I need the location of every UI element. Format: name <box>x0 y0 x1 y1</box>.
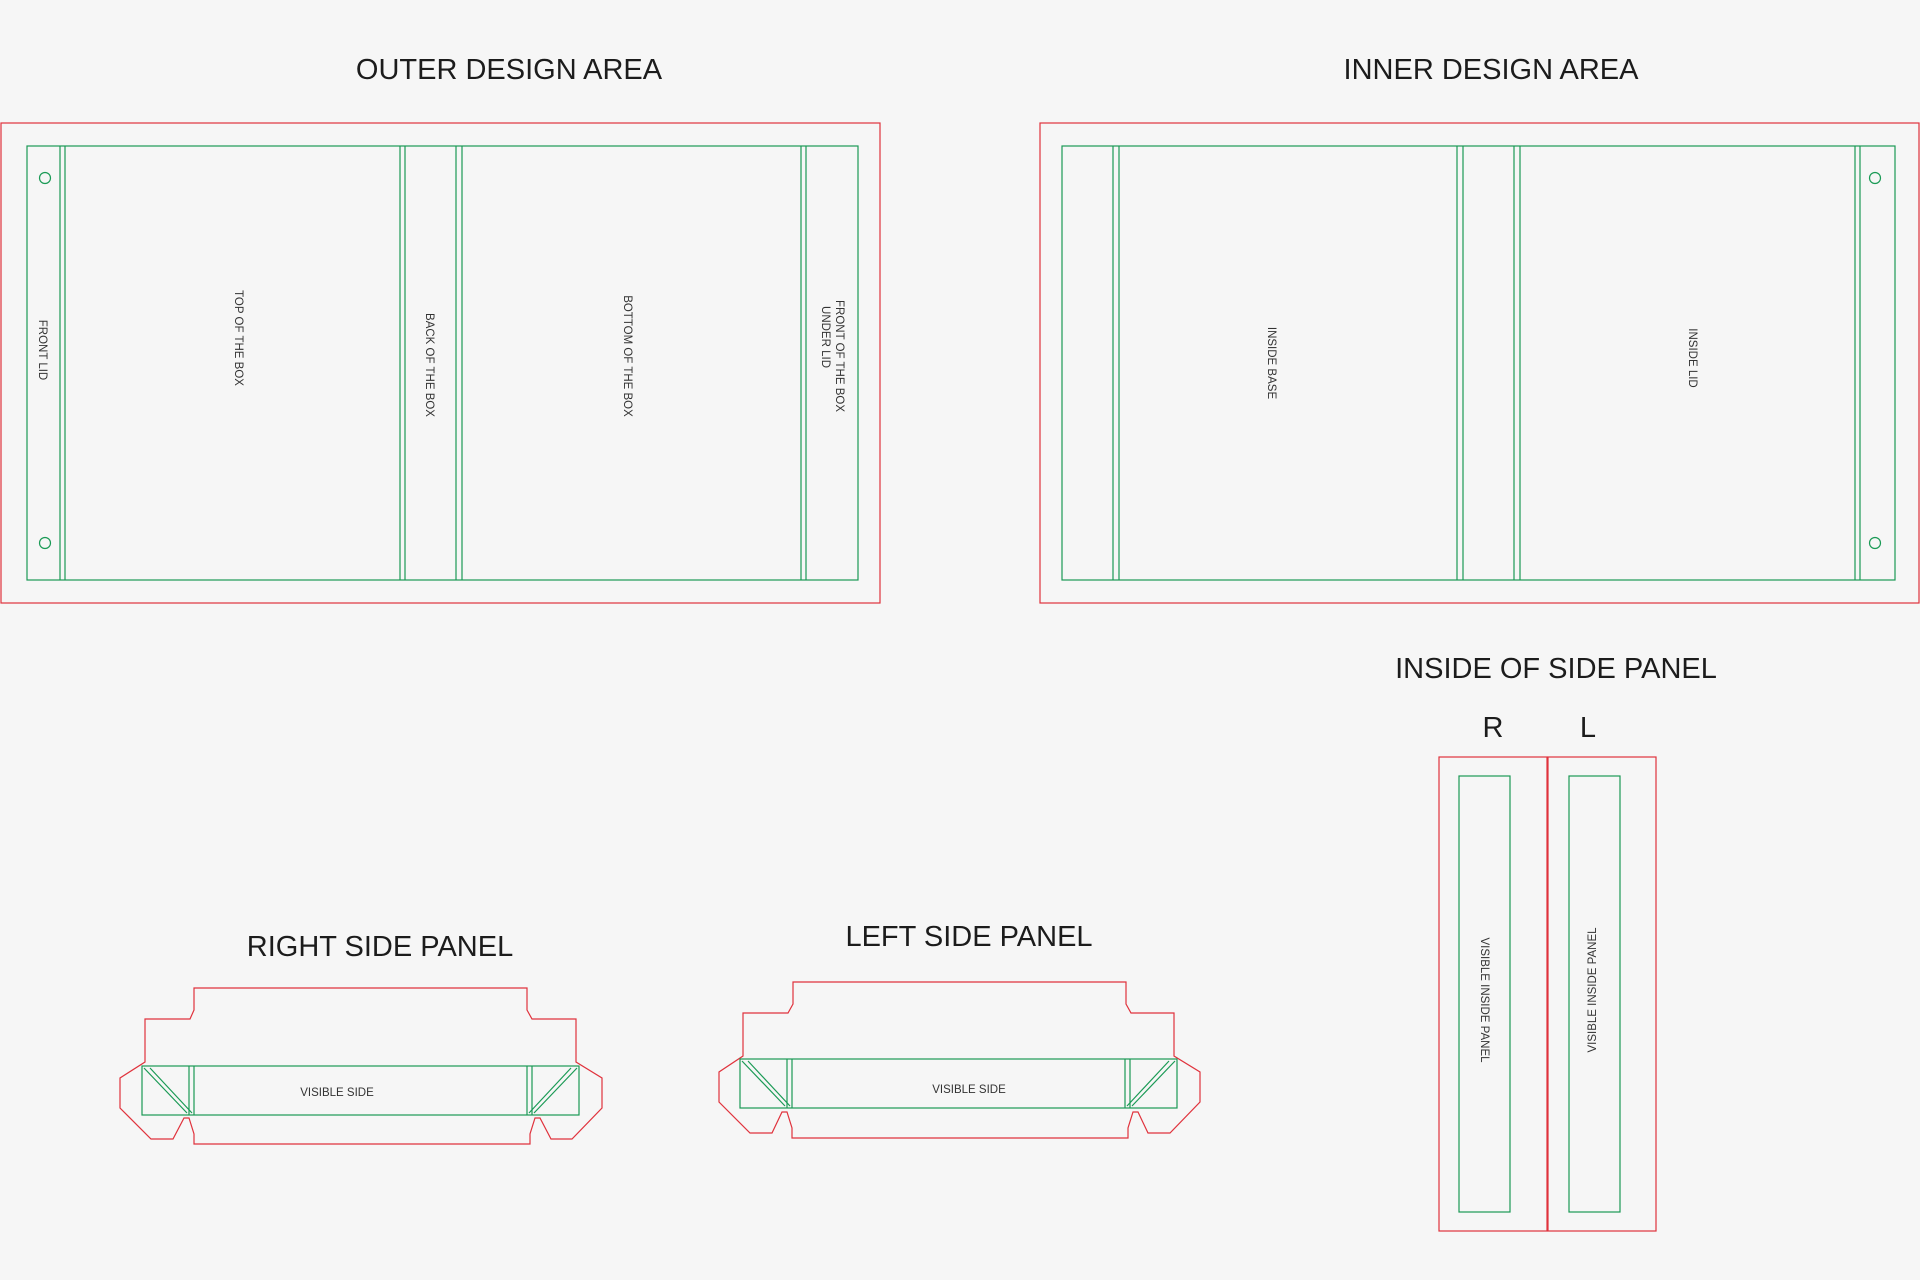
inner-design-area-title: INNER DESIGN AREA <box>1344 54 1640 86</box>
inside-base-label: INSIDE BASE <box>1265 327 1277 400</box>
diagonal-fold-line <box>143 1067 188 1114</box>
diagonal-fold-line <box>741 1060 786 1107</box>
inside-panel-r-cut-line <box>1438 756 1548 1232</box>
outer-cut-line <box>0 122 881 604</box>
diagonal-fold-line <box>149 1067 193 1114</box>
right-visible-side-label: VISIBLE SIDE <box>300 1087 374 1099</box>
magnet-marker <box>1868 536 1882 550</box>
back-of-box-label: BACK OF THE BOX <box>423 313 435 417</box>
inside-of-side-panel: INSIDE OF SIDE PANEL R L VISIBLE INSIDE … <box>1395 653 1717 1232</box>
inner-cut-line <box>1039 122 1920 604</box>
top-of-box-label: TOP OF THE BOX <box>232 290 244 386</box>
diagonal-fold-line <box>528 1067 572 1114</box>
magnet-marker <box>1868 171 1882 185</box>
magnet-marker <box>38 536 52 550</box>
front-lid-label: FRONT LID <box>36 320 48 381</box>
right-side-panel-fold <box>141 1065 580 1116</box>
left-marker: L <box>1580 712 1596 744</box>
inside-lid-label: INSIDE LID <box>1686 328 1698 387</box>
inside-side-panel-title: INSIDE OF SIDE PANEL <box>1395 653 1717 685</box>
magnet-marker <box>38 171 52 185</box>
left-visible-side-label: VISIBLE SIDE <box>932 1084 1006 1096</box>
right-side-panel-title: RIGHT SIDE PANEL <box>247 931 513 963</box>
left-side-panel-fold <box>739 1058 1178 1109</box>
front-of-box-label: FRONT OF THE BOX <box>833 300 845 412</box>
under-lid-label: UNDER LID <box>819 306 831 368</box>
bottom-of-box-label: BOTTOM OF THE BOX <box>621 295 633 417</box>
inner-design-area: INNER DESIGN AREA INSIDE BASE INSIDE LID <box>1039 54 1920 604</box>
inside-panel-l-fold <box>1568 775 1621 1213</box>
inside-panel-r-fold <box>1458 775 1511 1213</box>
right-side-panel-cut-line <box>119 987 603 1145</box>
left-side-panel-cut-line <box>718 981 1201 1139</box>
outer-fold-border <box>26 145 859 581</box>
right-marker: R <box>1483 712 1504 744</box>
outer-design-area-title: OUTER DESIGN AREA <box>356 54 663 86</box>
outer-design-area: OUTER DESIGN AREA FRONT LID TOP OF THE B… <box>0 54 881 604</box>
visible-inside-panel-r-label: VISIBLE INSIDE PANEL <box>1478 937 1490 1063</box>
diagonal-fold-line <box>1126 1060 1170 1107</box>
diagonal-fold-line <box>1131 1060 1176 1107</box>
right-side-panel: RIGHT SIDE PANEL VISIBLE SIDE <box>119 931 603 1145</box>
diagonal-fold-line <box>747 1060 791 1107</box>
left-side-panel-title: LEFT SIDE PANEL <box>845 921 1092 953</box>
diagonal-fold-line <box>533 1067 578 1114</box>
inner-fold-border <box>1061 145 1896 581</box>
visible-inside-panel-l-label: VISIBLE INSIDE PANEL <box>1587 927 1599 1053</box>
inside-panel-l-cut-line <box>1547 756 1657 1232</box>
left-side-panel: LEFT SIDE PANEL VISIBLE SIDE <box>718 921 1201 1139</box>
